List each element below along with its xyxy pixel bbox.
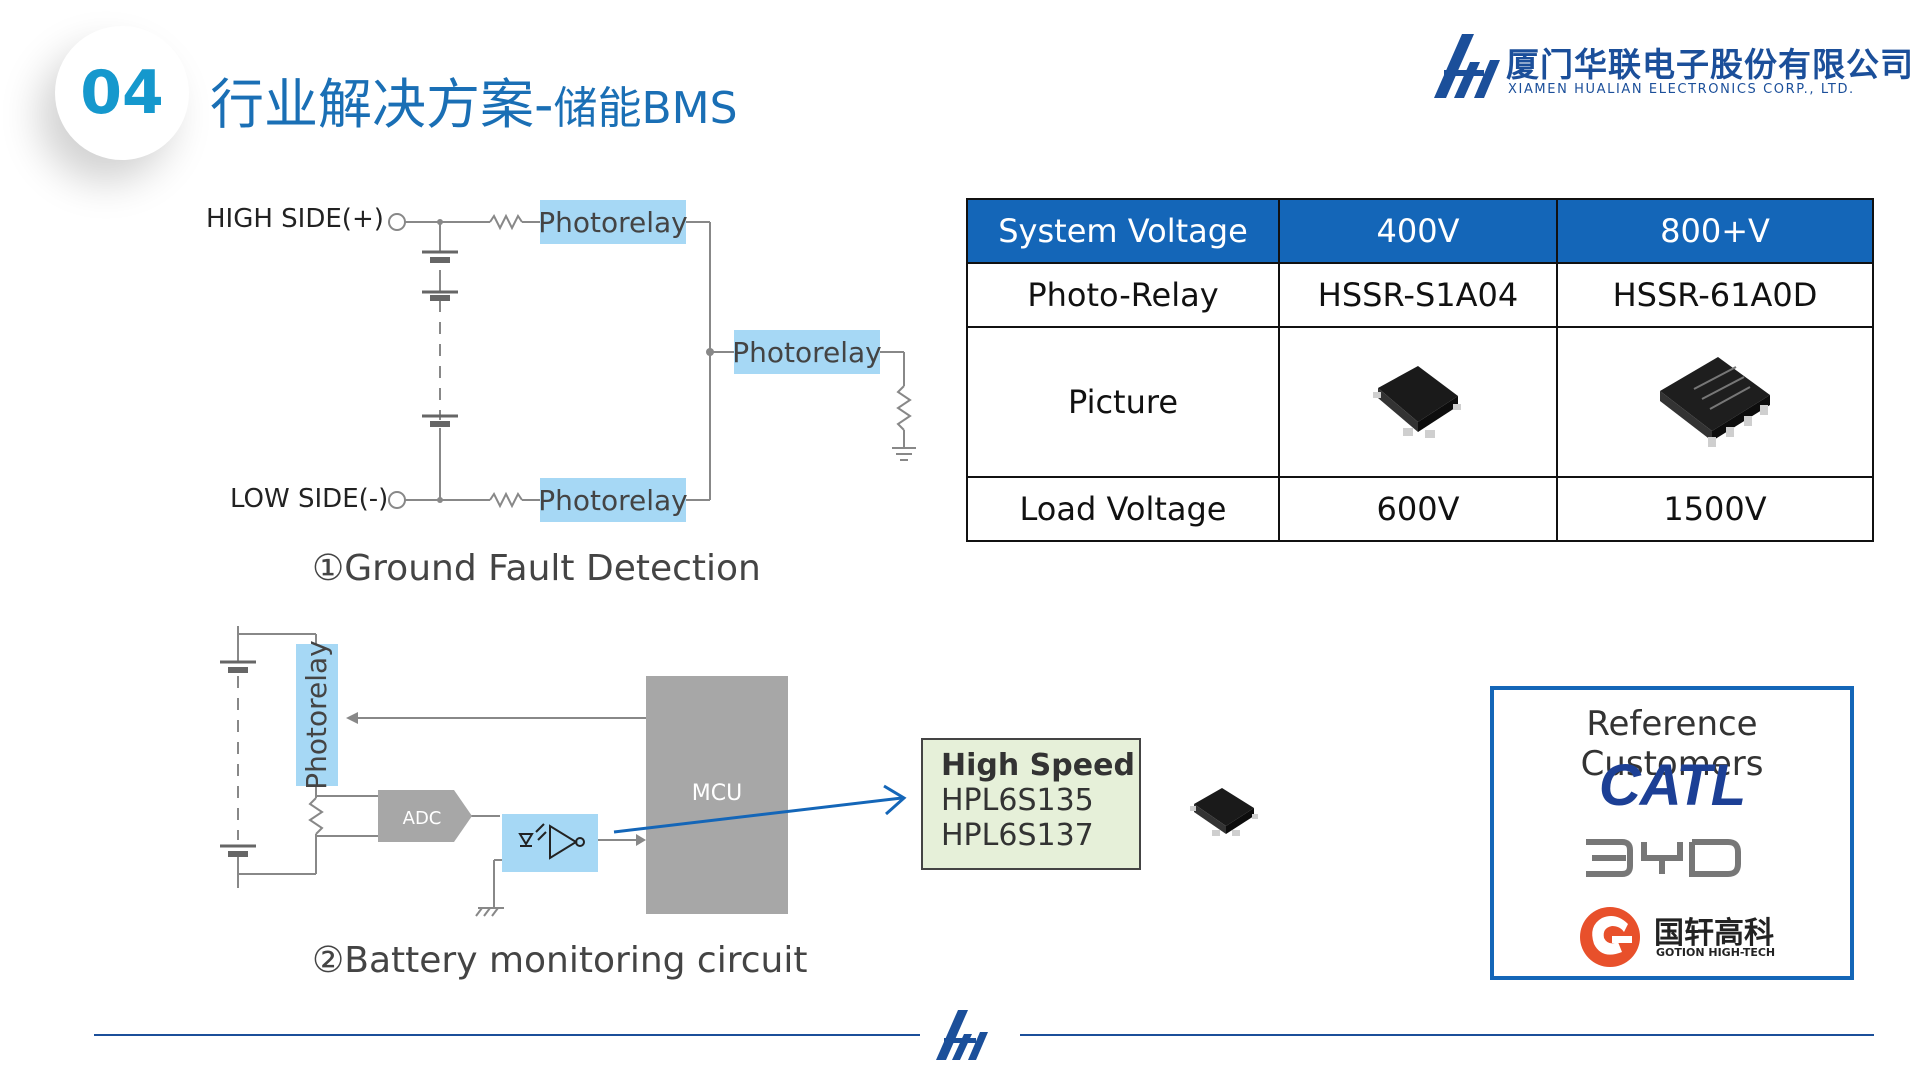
- table-cell-picture: [1278, 326, 1558, 478]
- high-speed-box: High Speed HPL6S135 HPL6S137: [921, 738, 1141, 870]
- company-name-en: XIAMEN HUALIAN ELECTRONICS CORP., LTD.: [1508, 82, 1855, 97]
- footer-logo-icon: [936, 1010, 988, 1060]
- battery-monitoring-caption: ②Battery monitoring circuit: [312, 940, 808, 981]
- page-title-sub: 储能BMS: [553, 83, 738, 134]
- gotion-logo-icon: [1580, 907, 1640, 967]
- reference-customers-title: Reference Customers: [1580, 704, 1764, 784]
- table-header-cell: System Voltage: [966, 198, 1280, 264]
- table-header-row: System Voltage 400V 800+V: [966, 198, 1874, 264]
- hssr-61a0d-chip-image: [1660, 357, 1770, 447]
- ground-fault-caption: ①Ground Fault Detection: [312, 548, 761, 589]
- high-speed-title: High Speed: [941, 748, 1135, 783]
- photorelay-mid-label: Photorelay: [732, 336, 882, 369]
- high-side-label: HIGH SIDE(+): [206, 204, 384, 234]
- battery-monitoring-circuit: Photorelay ADC MCU: [220, 626, 907, 917]
- table-row: Photo-Relay HSSR-S1A04 HSSR-61A0D: [966, 262, 1874, 328]
- high-speed-part-1: HPL6S135: [941, 783, 1094, 818]
- company-name-cn: 厦门华联电子股份有限公司: [1506, 45, 1914, 84]
- table-header-cell: 400V: [1278, 198, 1558, 264]
- table-cell: Photo-Relay: [966, 262, 1280, 328]
- photorelay-bottom-label: Photorelay: [538, 484, 688, 517]
- hualian-logo-icon: [1434, 34, 1500, 98]
- footer-line-right: [1020, 1034, 1874, 1036]
- page-title: 行业解决方案-储能BMS: [210, 60, 738, 139]
- section-number-badge: 04: [55, 26, 189, 160]
- hssr-s1a04-chip-image: [1373, 366, 1461, 438]
- gotion-name-cn: 国轩高科: [1654, 916, 1774, 951]
- table-cell: Load Voltage: [966, 476, 1280, 542]
- gotion-name-en: GOTION HIGH-TECH: [1656, 946, 1776, 959]
- mcu-label: MCU: [692, 781, 742, 806]
- photorelay-vertical-label: Photorelay: [300, 640, 333, 790]
- table-cell: Picture: [966, 326, 1280, 478]
- table-row: Load Voltage 600V 1500V: [966, 476, 1874, 542]
- footer-line-left: [94, 1034, 920, 1036]
- catl-logo: CATL: [1598, 753, 1746, 818]
- adc-label: ADC: [403, 808, 442, 829]
- table-cell-picture: [1556, 326, 1874, 478]
- spec-table: System Voltage 400V 800+V Photo-Relay HS…: [966, 198, 1874, 542]
- company-logo: 厦门华联电子股份有限公司 XIAMEN HUALIAN ELECTRONICS …: [1430, 26, 1913, 106]
- byd-logo-icon: [1586, 839, 1741, 877]
- high-speed-part-2: HPL6S137: [941, 818, 1094, 853]
- photorelay-top-label: Photorelay: [538, 206, 688, 239]
- table-header-cell: 800+V: [1556, 198, 1874, 264]
- section-number: 04: [80, 58, 164, 128]
- table-cell: 1500V: [1556, 476, 1874, 542]
- table-cell: 600V: [1278, 476, 1558, 542]
- reference-customers-panel: Reference Customers CATL 国轩高科 GOTION HIG…: [1490, 686, 1854, 980]
- low-side-label: LOW SIDE(-): [230, 484, 389, 514]
- ground-fault-circuit: Photorelay Photorelay Photorelay: [388, 200, 916, 522]
- table-cell: HSSR-61A0D: [1556, 262, 1874, 328]
- hpl6s-chip-image: [1190, 788, 1258, 836]
- page-title-main: 行业解决方案-: [210, 73, 554, 136]
- table-cell: HSSR-S1A04: [1278, 262, 1558, 328]
- table-row: Picture: [966, 326, 1874, 478]
